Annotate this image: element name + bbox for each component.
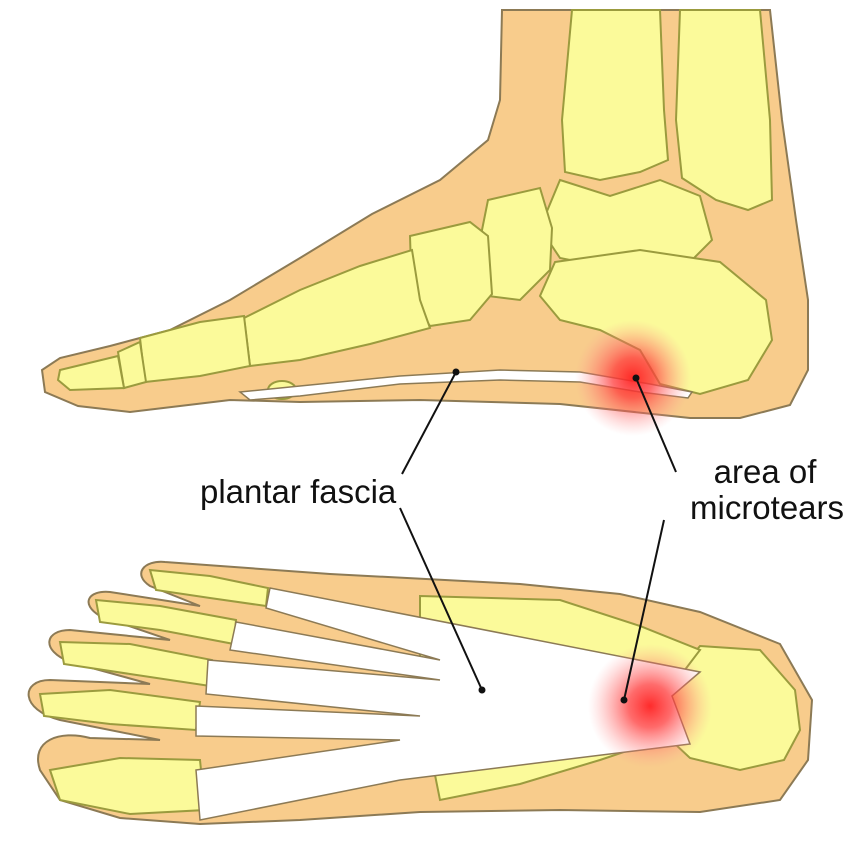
plantar-fascia-label: plantar fascia xyxy=(200,474,396,510)
fascia-leader-dot-side xyxy=(454,370,459,375)
fibula-bone xyxy=(676,10,772,210)
microtears-label: area of microtears xyxy=(690,454,840,526)
fascia-leader-dot-bottom xyxy=(480,688,485,693)
side-view-foot xyxy=(42,10,808,436)
microtears-leader-dot-side xyxy=(634,376,639,381)
tibia-bone xyxy=(562,10,668,180)
microtears-leader-dot-bottom xyxy=(622,698,627,703)
bottom-view-foot xyxy=(29,562,812,824)
microtears-label-line-1: area of xyxy=(690,454,840,490)
bottom-view-big-toe xyxy=(50,758,205,814)
bottom-view-microtears-glow xyxy=(588,644,712,768)
microtears-label-line-2: microtears xyxy=(690,490,840,526)
